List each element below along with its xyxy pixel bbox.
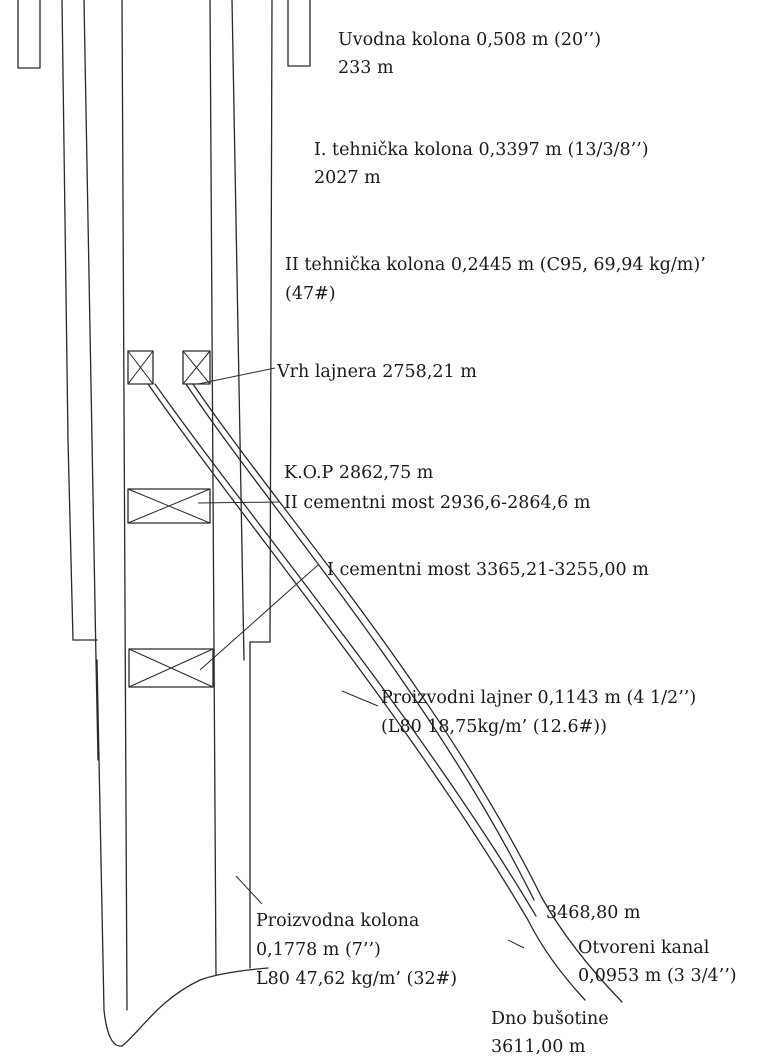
second-technical-casing <box>83 0 245 761</box>
proizvodni-lajner-spec: (L80 18,75kg/m’ (12.6#)) <box>381 717 607 737</box>
cementni-most-2-label: II cementni most 2936,6-2864,6 m <box>284 493 591 513</box>
liner-hanger <box>127 350 211 385</box>
production-casing <box>96 0 269 1047</box>
tehnicka-kolona-2-label: II tehnička kolona 0,2445 m (C95, 69,94 … <box>285 255 706 275</box>
proizvodna-kolona-size: 0,1778 m (7’’) <box>256 940 381 960</box>
cement-bridge-1 <box>128 648 214 688</box>
otvoreni-kanal-label: Otvoreni kanal <box>578 938 710 958</box>
vrh-lajnera-label: Vrh lajnera 2758,21 m <box>276 362 477 382</box>
tehnicka-kolona-1-label: I. tehnička kolona 0,3397 m (13/3/8’’) <box>314 140 649 160</box>
dno-busotine-depth: 3611,00 m <box>491 1037 586 1057</box>
uvodna-kolona-label: Uvodna kolona 0,508 m (20’’) <box>338 30 601 50</box>
depth-3468-label: 3468,80 m <box>546 903 641 923</box>
conductor-casing <box>17 0 311 69</box>
tehnicka-kolona-2-weight: (47#) <box>285 284 336 304</box>
cement-bridge-2 <box>127 488 211 524</box>
proizvodni-lajner-label: Proizvodni lajner 0,1143 m (4 1/2’’) <box>381 688 696 708</box>
dno-busotine-label: Dno bušotine <box>491 1009 609 1029</box>
proizvodna-kolona-spec: L80 47,62 kg/m’ (32#) <box>256 969 457 989</box>
production-liner <box>147 383 543 949</box>
leader-lines <box>197 367 379 905</box>
uvodna-kolona-depth: 233 m <box>338 58 394 78</box>
cementni-most-1-label: I cementni most 3365,21-3255,00 m <box>327 560 649 580</box>
kop-label: K.O.P 2862,75 m <box>284 463 434 483</box>
first-technical-casing <box>61 0 273 643</box>
proizvodna-kolona-label: Proizvodna kolona <box>256 911 419 931</box>
open-hole <box>527 897 623 1003</box>
otvoreni-kanal-size: 0,0953 m (3 3/4’’) <box>578 966 737 986</box>
tehnicka-kolona-1-depth: 2027 m <box>314 168 381 188</box>
